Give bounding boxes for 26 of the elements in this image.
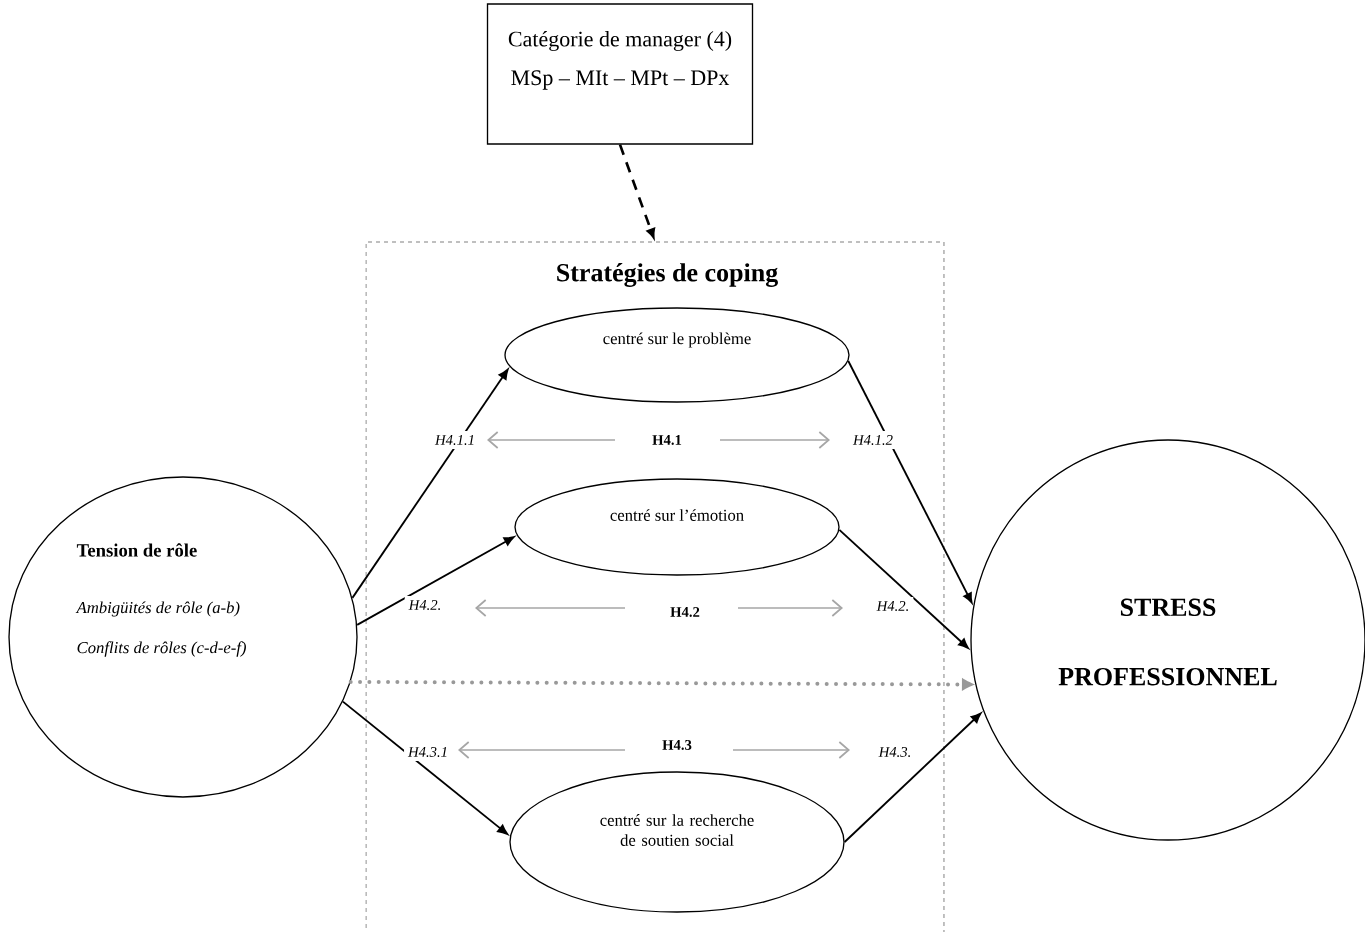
arrow	[847, 360, 973, 604]
node-text: Tension de rôle	[76, 543, 197, 557]
edge-label: H4.2.	[404, 596, 446, 614]
arrow	[838, 528, 969, 649]
node-text: centré sur le problème	[603, 332, 751, 348]
arrow	[356, 536, 515, 626]
hypothesis-label: H4.1	[652, 435, 682, 445]
edge-label: H4.1.1	[431, 431, 479, 449]
arrow	[342, 700, 509, 835]
edge-label: H4.2.	[872, 597, 914, 615]
node-text: Ambigüités de rôle (a-b)	[75, 601, 240, 617]
node-text: Conflits de rôles (c-d-e-f)	[77, 641, 246, 657]
node-text: centré sur l’émotion	[610, 509, 744, 521]
node-text: Stratégies de coping	[557, 263, 778, 287]
arrow	[351, 368, 509, 599]
arrow	[843, 712, 982, 843]
arrow	[348, 677, 976, 692]
edge-label: H4.1.2	[849, 431, 897, 449]
edge-label: H4.3.	[874, 743, 916, 761]
hypothesis-label: H4.3	[662, 740, 692, 750]
edge-label: H4.3.1	[404, 743, 452, 761]
node-text: MSp – MIt – MPt – DPx	[511, 70, 730, 90]
node-text: STRESS PROFESSIONNEL	[1058, 598, 1277, 686]
node-text: centré sur la recherche de soutien social	[600, 814, 754, 846]
node-text: Catégorie de manager (4)	[508, 31, 732, 51]
hypothesis-label: H4.2	[670, 607, 700, 617]
